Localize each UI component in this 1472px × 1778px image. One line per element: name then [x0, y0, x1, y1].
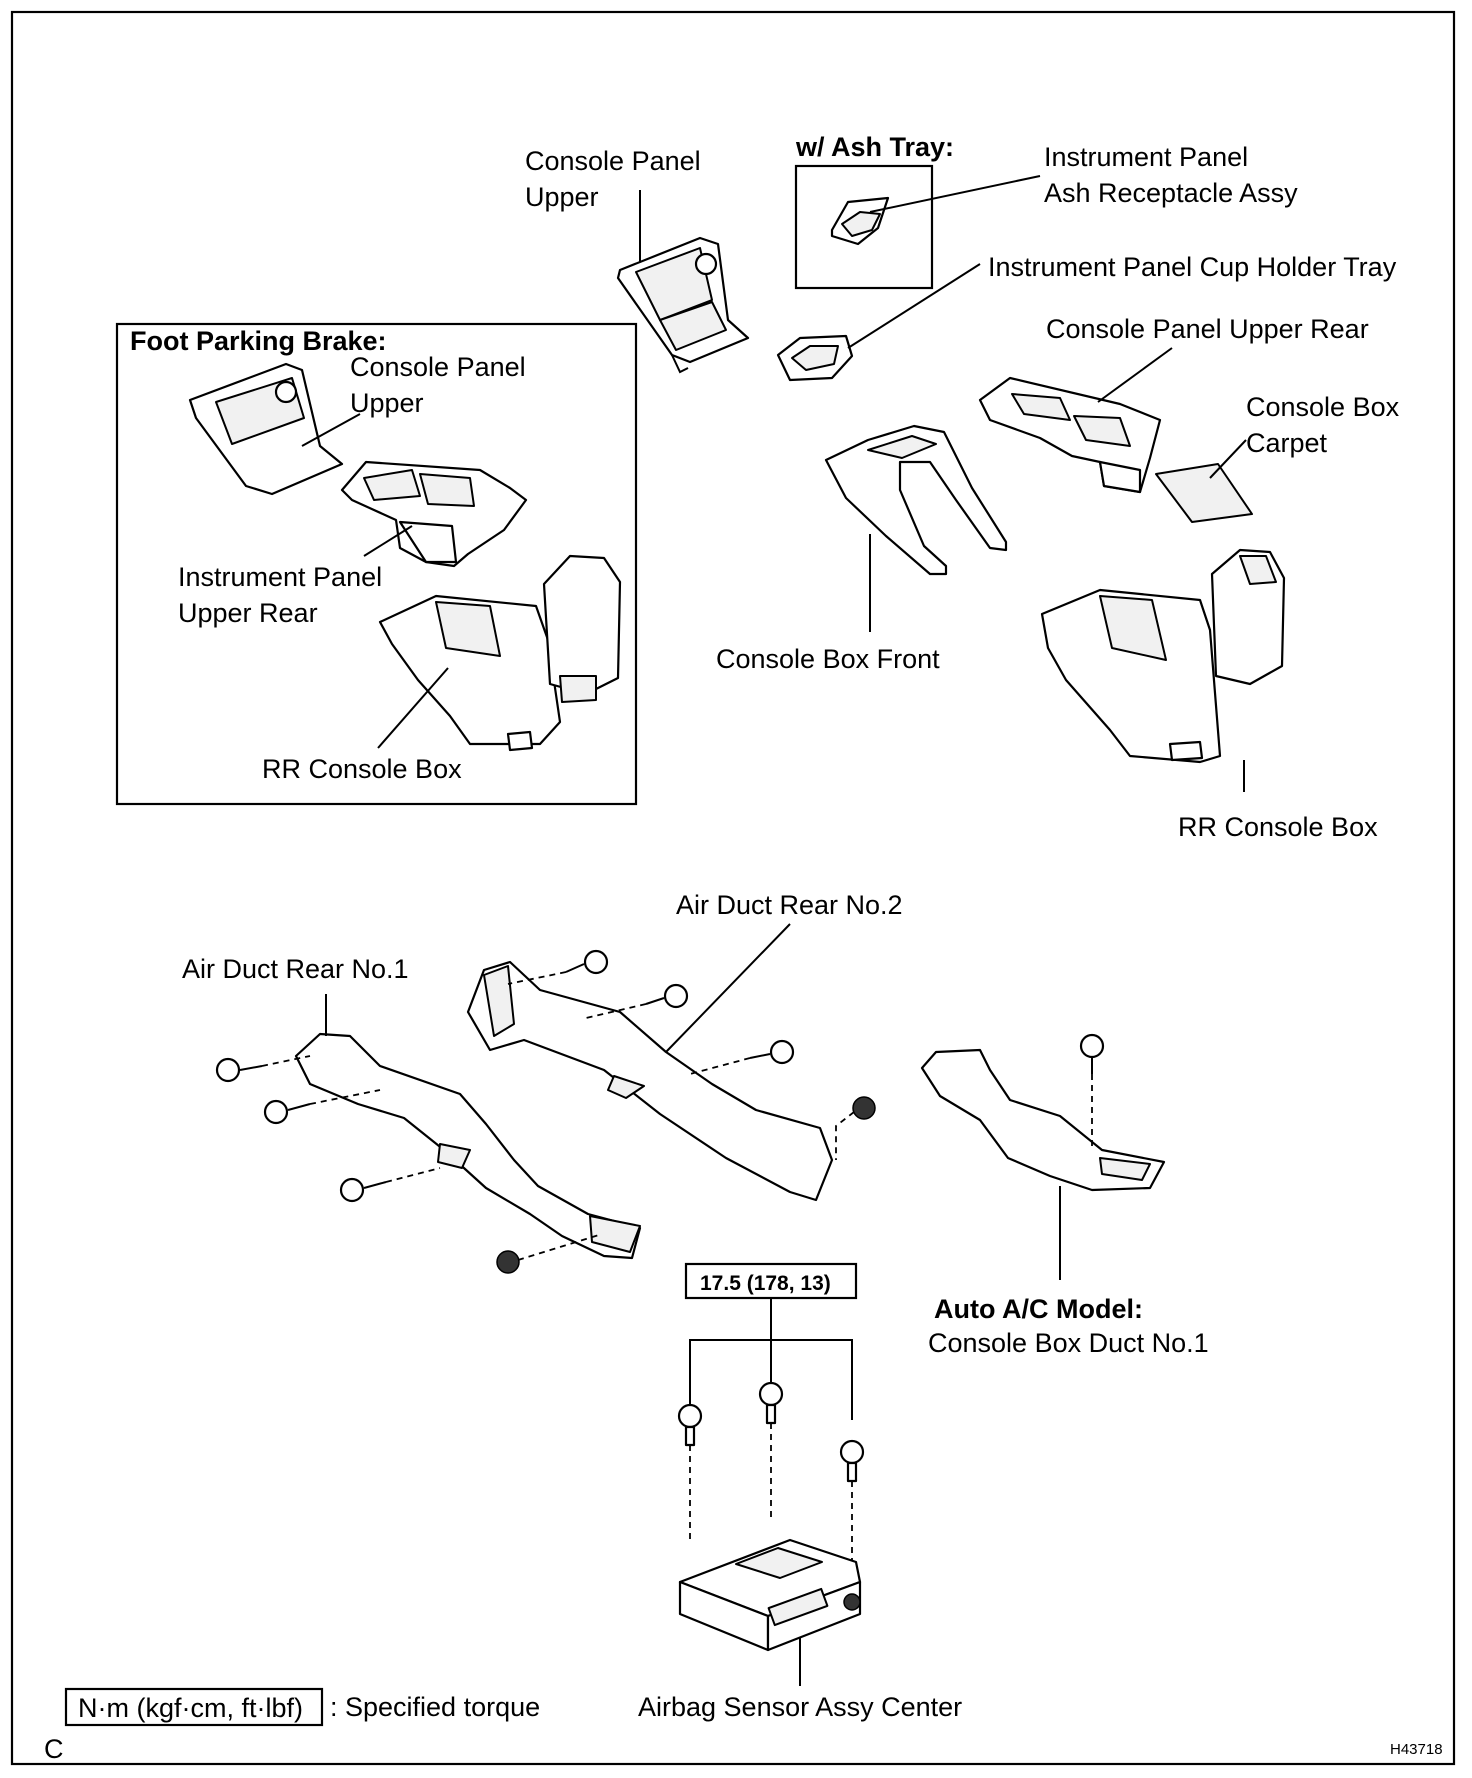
- label-cup-holder-tray: Instrument Panel Cup Holder Tray: [988, 252, 1397, 282]
- label-fpb-instrument-panel-2: Upper Rear: [178, 598, 318, 628]
- label-auto-ac-model: Auto A/C Model:: [934, 1294, 1143, 1324]
- legend-unit-text: N·m (kgf·cm, ft·lbf): [78, 1693, 303, 1723]
- corner-letter: C: [44, 1734, 64, 1764]
- rr-console-box-part: [1040, 548, 1286, 764]
- airbag-bolts: [677, 1381, 865, 1483]
- label-console-box-front: Console Box Front: [716, 644, 940, 674]
- label-fpb-console-panel-upper-1: Console Panel: [350, 352, 526, 382]
- label-console-panel-upper-1: Console Panel: [525, 146, 701, 176]
- foot-parking-brake-box: [115, 322, 638, 806]
- legend-description: : Specified torque: [330, 1692, 540, 1722]
- label-console-panel-upper-rear: Console Panel Upper Rear: [1046, 314, 1369, 344]
- label-rr-console-box: RR Console Box: [1178, 812, 1378, 842]
- label-ash-receptacle-1: Instrument Panel: [1044, 142, 1248, 172]
- leader-air-duct-no2: [665, 923, 791, 1053]
- label-air-duct-no1: Air Duct Rear No.1: [182, 954, 409, 984]
- label-console-box-carpet-2: Carpet: [1246, 428, 1328, 458]
- ash-tray-box: [794, 164, 934, 290]
- legend-box: [64, 1687, 324, 1727]
- airbag-sensor-part: [678, 1538, 862, 1652]
- leader-console-panel-upper-rear: [1097, 347, 1173, 403]
- label-fpb-rr-console-box: RR Console Box: [262, 754, 462, 784]
- duct-fasteners: [215, 949, 1105, 1274]
- cup-holder-tray-part: [776, 334, 854, 382]
- console-box-front-part: [824, 424, 1008, 576]
- ash-receptacle-part: [830, 196, 890, 246]
- torque-leaders: [689, 1298, 853, 1420]
- label-fpb-console-panel-upper-2: Upper: [350, 388, 424, 418]
- air-duct-rear-no2-part: [466, 960, 834, 1202]
- leader-ash-receptacle: [869, 175, 1041, 213]
- label-foot-parking-brake: Foot Parking Brake:: [130, 326, 387, 356]
- leader-console-box-carpet: [1209, 439, 1247, 479]
- label-torque-value: 17.5 (178, 13): [700, 1272, 831, 1295]
- fpb-console-panel-upper-part: [188, 362, 344, 496]
- label-ash-tray-header: w/ Ash Tray:: [795, 132, 954, 162]
- leader-fpb-console-panel-upper: [301, 413, 361, 447]
- duct-dashed-lines: [261, 971, 1093, 1261]
- fpb-rr-console-box-part: [378, 554, 622, 752]
- leader-fpb-rr-console-box: [377, 667, 449, 749]
- label-airbag-sensor: Airbag Sensor Assy Center: [638, 1692, 962, 1722]
- fpb-instrument-panel-upper-rear-part: [340, 460, 528, 568]
- label-air-duct-no2: Air Duct Rear No.2: [676, 890, 903, 920]
- console-panel-upper-part: [616, 236, 750, 374]
- air-duct-rear-no1-part: [294, 1032, 642, 1260]
- label-console-panel-upper-2: Upper: [525, 182, 599, 212]
- label-console-box-duct: Console Box Duct No.1: [928, 1328, 1209, 1358]
- console-box-carpet-part: [1155, 463, 1253, 523]
- label-ash-receptacle-2: Ash Receptacle Assy: [1044, 178, 1298, 208]
- leader-fpb-instrument-panel: [363, 525, 413, 557]
- leader-cup-holder: [847, 263, 981, 349]
- console-box-duct-part: [920, 1048, 1166, 1192]
- label-fpb-instrument-panel-1: Instrument Panel: [178, 562, 382, 592]
- figure-code: H43718: [1390, 1741, 1443, 1758]
- label-console-box-carpet-1: Console Box: [1246, 392, 1400, 422]
- page-frame: [10, 10, 1456, 1766]
- console-panel-upper-rear-part: [978, 376, 1162, 494]
